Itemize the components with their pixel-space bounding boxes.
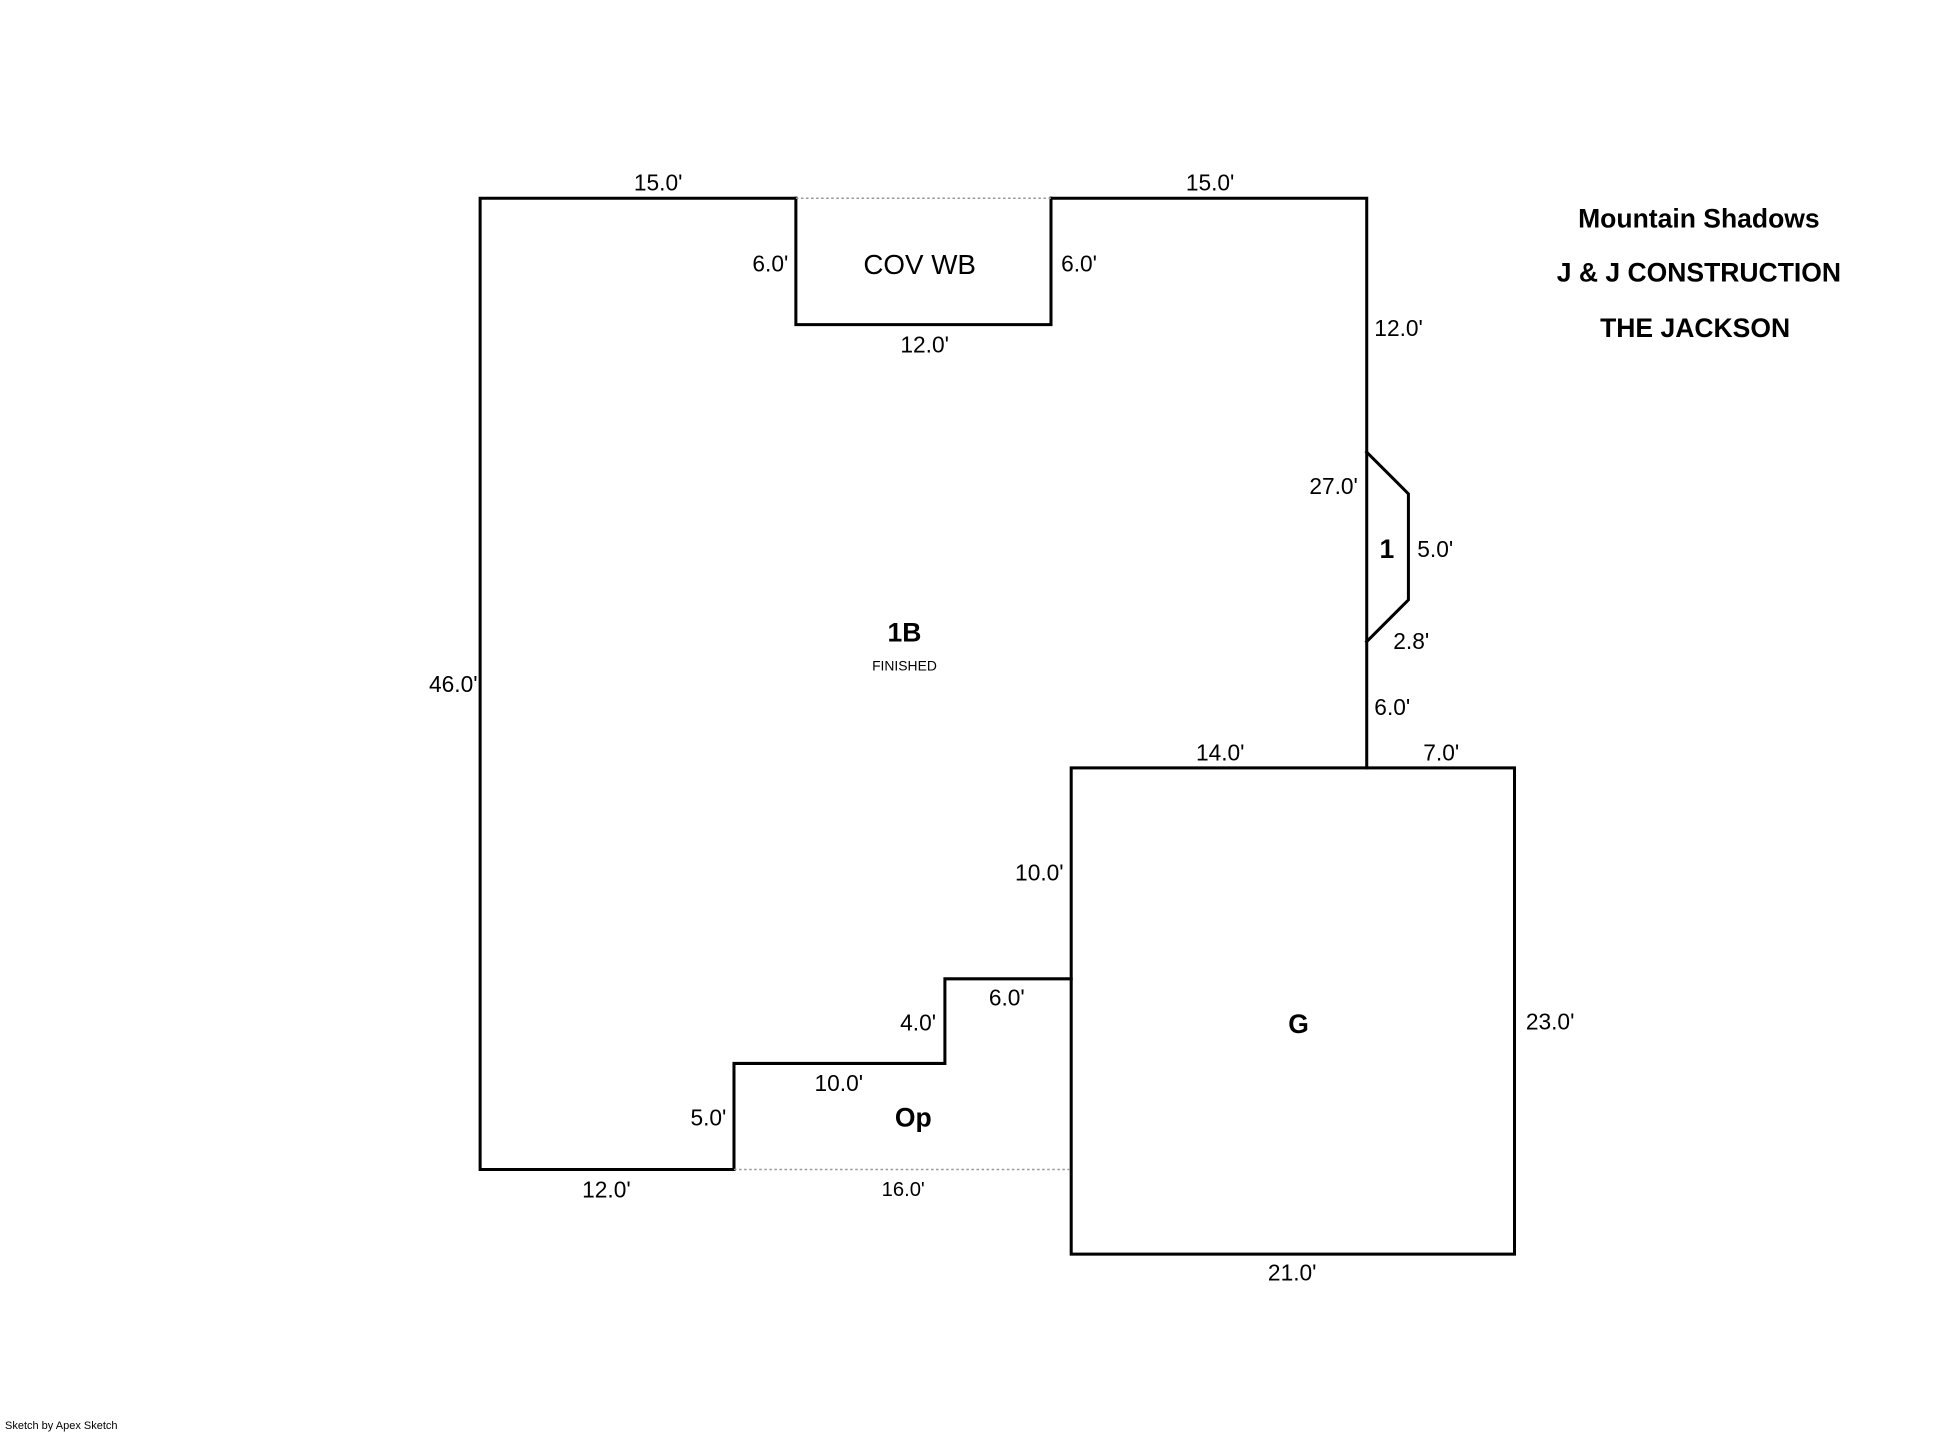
dim-garage-top-right: 7.0'	[1423, 739, 1459, 765]
dim-garage-bottom: 21.0'	[1268, 1260, 1317, 1286]
area-label-main: 1B	[888, 618, 922, 648]
bay-outline	[1364, 450, 1410, 644]
area-sublabel-main: FINISHED	[872, 658, 937, 674]
dim-bottom-left: 12.0'	[582, 1176, 631, 1202]
dim-bay-side: 5.0'	[1417, 536, 1453, 562]
dim-cov-right: 6.0'	[1061, 251, 1097, 277]
dim-right-lower: 6.0'	[1374, 694, 1410, 720]
dim-bay-wall: 27.0'	[1309, 473, 1358, 499]
area-label-porch: Op	[895, 1103, 932, 1133]
dim-left: 46.0'	[429, 671, 478, 697]
dim-step-upper-h: 6.0'	[989, 984, 1025, 1010]
dim-step-lower-h: 10.0'	[815, 1070, 864, 1096]
cov-wb-outline	[794, 196, 1053, 327]
dim-cov-left: 6.0'	[752, 251, 788, 277]
main-outline	[478, 196, 1073, 1172]
title-line-2: J & J CONSTRUCTION	[1557, 258, 1841, 288]
dim-garage-top-left: 14.0'	[1196, 739, 1245, 765]
main-outline-right	[1049, 196, 1369, 770]
garage-outline	[1069, 766, 1517, 1256]
dim-step-lower-v: 5.0'	[690, 1104, 726, 1130]
footer-credit: Sketch by Apex Sketch	[5, 1420, 118, 1432]
area-label-cov-wb: COV WB	[863, 249, 976, 280]
dim-right-upper: 12.0'	[1374, 315, 1423, 341]
dim-top-left: 15.0'	[634, 170, 683, 196]
area-label-bay: 1	[1380, 534, 1395, 564]
title-line-1: Mountain Shadows	[1578, 203, 1820, 233]
area-label-garage: G	[1288, 1009, 1309, 1039]
dim-garage-right: 23.0'	[1526, 1008, 1575, 1034]
dim-bottom-porch: 16.0'	[882, 1179, 925, 1201]
title-line-3: THE JACKSON	[1600, 313, 1790, 343]
dim-step-upper-v: 4.0'	[900, 1010, 936, 1036]
dim-bay-angle: 2.8'	[1393, 628, 1429, 654]
dim-garage-left: 10.0'	[1015, 859, 1064, 885]
dim-cov-bottom: 12.0'	[900, 331, 949, 357]
dim-top-right: 15.0'	[1186, 170, 1235, 196]
